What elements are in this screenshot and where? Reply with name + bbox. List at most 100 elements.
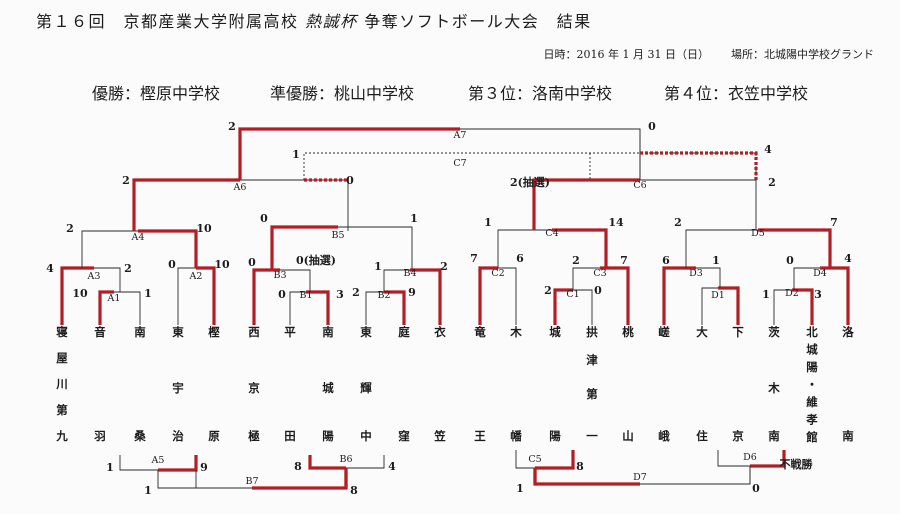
match-d6-label: D6 xyxy=(743,452,757,463)
match-a6-winner-line xyxy=(132,178,240,231)
match-a2-winner-line xyxy=(196,266,216,325)
team-name-char: 山 xyxy=(622,429,634,443)
match-c7-score-left: 1 xyxy=(292,148,300,161)
team-name-char: 東 xyxy=(360,325,372,339)
team-name-char: 治 xyxy=(172,429,184,443)
match-a5-score-right: 9 xyxy=(200,461,208,474)
match-b6-score-right: 4 xyxy=(388,460,396,473)
match-c6-score-left: 2(抽選) xyxy=(510,175,550,189)
match-d3-label: D3 xyxy=(689,268,703,279)
team-name-char: 拱 xyxy=(586,325,598,339)
third-place: 第３位：洛南中学校 xyxy=(468,84,613,103)
match-d7-winner-line xyxy=(533,468,640,486)
team-name-char: 孝 xyxy=(805,413,818,427)
event-date: 日時：2016 年 1 月 31 日（日） xyxy=(543,48,709,61)
team-name-char: 木 xyxy=(509,325,522,339)
team-name-char: 西 xyxy=(248,325,260,339)
match-b4-score-right: 2 xyxy=(440,260,448,273)
team-name-char: 川 xyxy=(55,377,68,391)
match-c4-score-right: 14 xyxy=(608,216,624,229)
match-b1-score-left: 0 xyxy=(278,288,286,301)
match-d6-score-right: 不戦勝 xyxy=(780,457,814,471)
match-b2-score-right: 9 xyxy=(408,286,416,299)
team-name-char: 桃 xyxy=(622,325,634,339)
match-a7-label: A7 xyxy=(453,130,467,141)
team-name-char: 極 xyxy=(247,429,260,443)
team-name-char: 峨 xyxy=(658,429,670,443)
team-name-char: 宇 xyxy=(172,381,184,395)
team-name-char: 幡 xyxy=(510,429,522,443)
team-name-char: 茨 xyxy=(768,325,780,339)
match-b7-score-right: 8 xyxy=(350,484,358,497)
match-b1-winner-line xyxy=(306,290,330,325)
match-d5-winner-line xyxy=(758,228,832,268)
fourth-place: 第４位：衣笠中学校 xyxy=(664,84,809,103)
match-c7-bracket xyxy=(303,152,757,180)
match-a7-bracket xyxy=(239,128,641,180)
team-name-char: 館 xyxy=(805,430,818,444)
team-name-char: 陽 xyxy=(549,429,561,443)
team-name-char: 京 xyxy=(732,429,744,443)
match-b3-label: B3 xyxy=(273,270,286,281)
page-title: 第１６回 京都産業大学附属高校 熱誠杯 争奪ソフトボール大会 結果 xyxy=(36,8,592,32)
match-a1-score-left: 10 xyxy=(72,287,88,300)
team-name-char: 第 xyxy=(56,403,68,417)
match-c3-winner-line xyxy=(600,266,630,325)
match-a7-score-left: 2 xyxy=(228,120,236,133)
match-b7-score-left: 1 xyxy=(144,484,152,497)
team-name-char: 輝 xyxy=(360,381,372,395)
team-name-char: 維 xyxy=(806,395,818,409)
team-name-char: 王 xyxy=(474,429,486,443)
team-name-char: 笠 xyxy=(433,429,446,443)
team-name-char: 南 xyxy=(322,325,334,339)
match-d4-score-right: 4 xyxy=(844,252,852,265)
team-name-char: 竜 xyxy=(474,325,486,339)
team-name-char: 平 xyxy=(284,325,296,339)
match-b3-score-left: 0 xyxy=(248,256,256,269)
match-a2-score-right: 10 xyxy=(214,258,230,271)
match-c2-winner-line xyxy=(478,266,498,325)
team-name-char: 京 xyxy=(248,381,260,395)
match-a4-winner-line xyxy=(138,229,198,268)
team-name-char: 城 xyxy=(322,381,334,395)
match-c2-label: C2 xyxy=(491,268,504,279)
match-a1-score-right: 1 xyxy=(144,287,152,300)
match-c2-score-left: 7 xyxy=(470,252,478,265)
match-c4-label: C4 xyxy=(545,228,558,239)
match-a3-score-right: 2 xyxy=(124,262,132,275)
team-name-char: 音 xyxy=(94,325,106,339)
team-name-char: 寝 xyxy=(56,325,68,339)
team-name-char: 大 xyxy=(696,325,708,339)
team-name-char: 中 xyxy=(360,429,372,443)
match-a3-winner-line xyxy=(60,266,94,325)
match-d4-label: D4 xyxy=(813,268,827,279)
match-b5-winner-line xyxy=(270,225,338,270)
team-name-char: 羽 xyxy=(94,429,106,443)
team-name-char: 陽 xyxy=(322,429,334,443)
match-a3-label: A3 xyxy=(87,271,101,282)
team-name-char: 田 xyxy=(284,429,296,443)
match-c3-score-right: 7 xyxy=(620,254,628,267)
match-c2-score-right: 6 xyxy=(516,252,524,265)
match-d7-score-left: 1 xyxy=(516,482,524,495)
team-name-char: 城 xyxy=(549,325,561,339)
team-name-char: 九 xyxy=(55,429,68,443)
match-b1-score-right: 3 xyxy=(336,288,344,301)
match-c1-label: C1 xyxy=(566,289,579,300)
team-name-char: 陽 xyxy=(806,360,818,374)
match-d4-score-left: 0 xyxy=(786,254,794,267)
match-a4-score-left: 2 xyxy=(66,222,74,235)
match-a2-label: A2 xyxy=(189,271,203,282)
match-c7-label: C7 xyxy=(453,158,466,169)
match-b1-label: B1 xyxy=(299,290,312,301)
team-name-char: 東 xyxy=(172,325,184,339)
match-b2-winner-line xyxy=(384,290,406,325)
team-name-char: 庭 xyxy=(398,325,410,339)
match-a7-score-right: 0 xyxy=(648,120,656,133)
team-name-char: 北 xyxy=(806,325,818,339)
team-name-char: 衣 xyxy=(434,325,446,339)
match-d5-label: D5 xyxy=(751,228,765,239)
match-a7-winner-line xyxy=(238,127,460,180)
